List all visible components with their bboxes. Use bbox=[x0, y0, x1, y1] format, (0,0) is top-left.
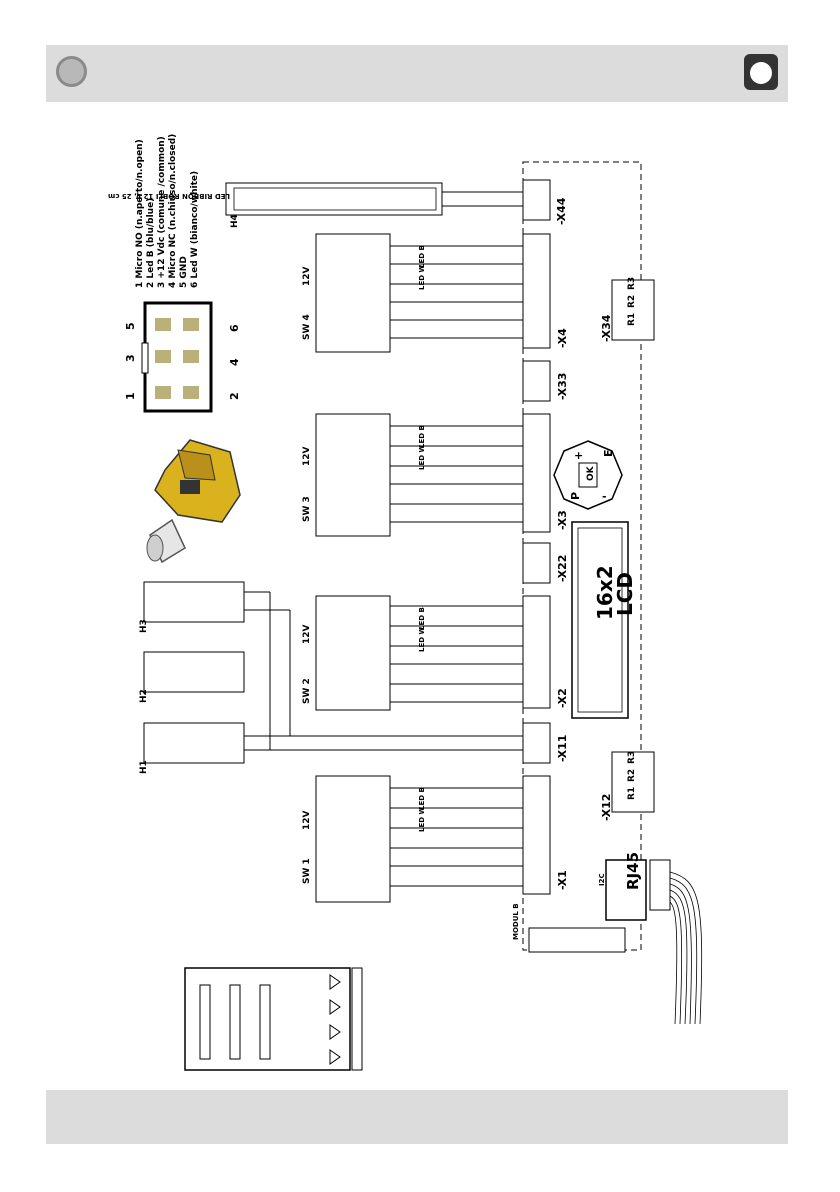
switch-name: SW 3 bbox=[302, 496, 312, 522]
switch-name: SW 1 bbox=[302, 858, 312, 884]
pin-label: 4 bbox=[228, 358, 241, 366]
key-minus: - bbox=[602, 490, 607, 503]
switch-name: SW 2 bbox=[302, 678, 312, 704]
legend-item: 6 Led W (bianco/white) bbox=[190, 171, 200, 288]
pin-label: 2 bbox=[228, 392, 241, 400]
led-b-label: LED B bbox=[418, 607, 426, 630]
pin-label: 1 bbox=[124, 392, 137, 400]
terminal-x44: -X44 bbox=[555, 197, 568, 225]
led-w-label: LED W bbox=[418, 445, 426, 470]
led-w-label: LED W bbox=[418, 265, 426, 290]
switch-voltage: 12V bbox=[302, 266, 312, 286]
switch-voltage: 12V bbox=[302, 624, 312, 644]
light-h3: H3 bbox=[139, 619, 149, 633]
terminal-x11: -X11 bbox=[556, 735, 569, 762]
led-w-label: LED W bbox=[418, 807, 426, 832]
terminal-x34: -X34 bbox=[600, 314, 613, 342]
light-h2: H2 bbox=[139, 689, 149, 703]
module-name: MODUL B bbox=[512, 903, 520, 940]
key-ok: OK bbox=[586, 465, 596, 481]
led-b-label: LED B bbox=[418, 787, 426, 810]
terminal-x33: -X33 bbox=[556, 373, 569, 400]
terminal-x4: -X4 bbox=[556, 328, 569, 348]
lights: H1 H2 H3 bbox=[139, 581, 245, 774]
pin-label: 3 bbox=[124, 354, 137, 362]
resistor-label: R3 bbox=[627, 277, 637, 290]
key-e: E bbox=[602, 449, 615, 457]
rj45-label: RJ45 bbox=[624, 852, 642, 890]
resistor-label: R1 bbox=[627, 787, 637, 800]
terminal-x22: -X22 bbox=[556, 555, 569, 582]
resistor-blocks: -X12 -X34 R1 R2 R3 R1 R2 R3 bbox=[600, 277, 655, 821]
key-plus: + bbox=[574, 449, 583, 462]
square-dot-icon bbox=[744, 54, 778, 90]
led-b-label: LED B bbox=[418, 425, 426, 448]
terminal-x1: -X1 bbox=[556, 870, 569, 890]
lcd-line1: 16x2 bbox=[593, 565, 617, 620]
pin-legend: 1 Micro NO (n.aperto/n.open) 2 Led B (bl… bbox=[135, 134, 200, 288]
switch-name: SW 4 bbox=[302, 314, 312, 340]
terminal-x12: -X12 bbox=[600, 794, 613, 821]
footer-bar bbox=[46, 1090, 788, 1144]
resistor-label: R3 bbox=[627, 751, 637, 764]
rj45-port: RJ45 I2C bbox=[598, 852, 671, 921]
resistor-label: R2 bbox=[627, 769, 637, 782]
terminal-strips: -X1 -X11 -X2 -X22 -X3 -X33 -X4 bbox=[522, 179, 569, 895]
light-h4: LED RIBBON ROBLI 12 V, 25 cm H4 -X44 bbox=[108, 182, 568, 228]
module-b: MODUL B bbox=[512, 903, 626, 953]
legend-item: 4 Micro NC (n.chiuso/n.closed) bbox=[168, 134, 178, 288]
key-p: P bbox=[569, 492, 582, 500]
header-bar bbox=[46, 45, 788, 102]
pin-label: 5 bbox=[124, 322, 137, 330]
lcd-line2: LCD bbox=[613, 572, 637, 616]
switch-voltage: 12V bbox=[302, 810, 312, 830]
wiring bbox=[244, 191, 523, 887]
legend-item: 2 Led B (blu/blue) bbox=[146, 198, 156, 288]
bottom-panel bbox=[184, 967, 363, 1071]
legend-item: 1 Micro NO (n.aperto/n.open) bbox=[135, 139, 145, 288]
switch-illustration bbox=[146, 439, 241, 564]
keypad: OK P E + - bbox=[553, 440, 623, 510]
terminal-x2: -X2 bbox=[556, 688, 569, 708]
h4-name: H4 bbox=[230, 214, 240, 228]
terminal-x3: -X3 bbox=[556, 510, 569, 530]
connector: 5 3 1 6 4 2 bbox=[124, 301, 241, 413]
resistor-label: R2 bbox=[627, 295, 637, 308]
led-w-label: LED W bbox=[418, 627, 426, 652]
resistor-label: R1 bbox=[627, 313, 637, 326]
lcd-display: 16x2 LCD bbox=[571, 521, 637, 719]
light-h1: H1 bbox=[139, 760, 149, 774]
i2c-label: I2C bbox=[598, 873, 606, 886]
legend-item: 5 GND bbox=[179, 256, 189, 288]
circle-icon bbox=[56, 56, 87, 87]
led-b-label: LED B bbox=[418, 245, 426, 268]
cable bbox=[669, 871, 703, 1025]
legend-item: 3 +12 Vdc (comune /common) bbox=[157, 136, 167, 288]
switch-voltage: 12V bbox=[302, 446, 312, 466]
switch-blocks: SW 1 SW 2 SW 3 SW 4 12V 12V 12V 12V LED … bbox=[302, 233, 426, 903]
pin-label: 6 bbox=[228, 324, 241, 332]
h4-label: LED RIBBON ROBLI 12 V, 25 cm bbox=[108, 192, 230, 200]
